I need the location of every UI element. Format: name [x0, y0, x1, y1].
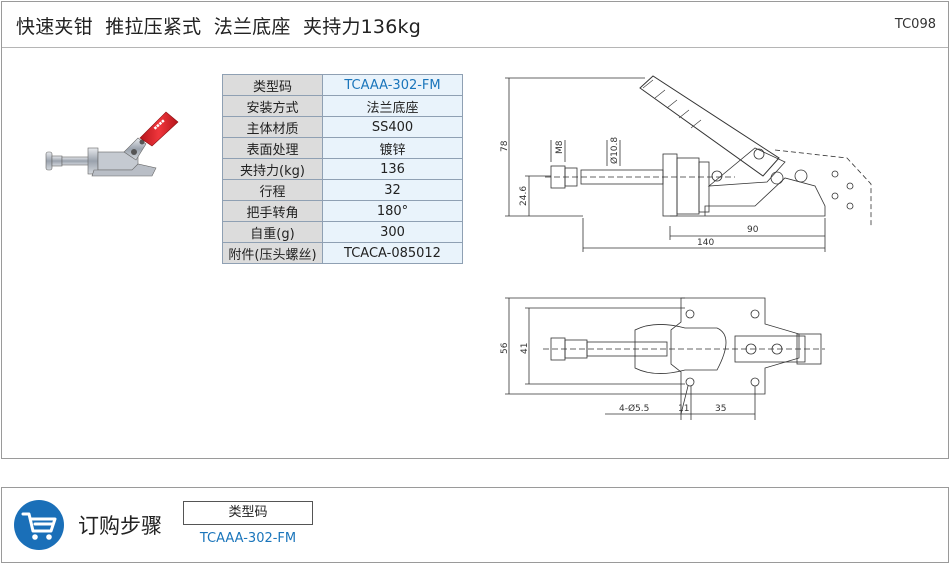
- spec-row: 夹持力(kg) 136: [222, 158, 463, 180]
- spec-label: 安装方式: [222, 95, 323, 117]
- spec-value: SS400: [322, 116, 463, 138]
- spec-row: 自重(g) 300: [222, 221, 463, 243]
- spec-label: 主体材质: [222, 116, 323, 138]
- spec-row: 安装方式 法兰底座: [222, 95, 463, 117]
- side-view-drawing: 78 24.6 M8 Ø10.8 90 140: [500, 75, 872, 252]
- dim-offset: 11: [678, 404, 689, 414]
- page-title: 快速夹钳 推拉压紧式 法兰底座 夹持力136kg: [16, 16, 421, 38]
- order-steps-title: 订购步骤: [78, 514, 162, 538]
- spec-table: 类型码 TCAAA-302-FM 安装方式 法兰底座 主体材质 SS400 表面…: [222, 74, 463, 264]
- spec-label: 把手转角: [222, 200, 323, 222]
- spec-row: 主体材质 SS400: [222, 116, 463, 138]
- dim-width-outer: 56: [500, 342, 510, 354]
- dim-height: 78: [500, 140, 510, 152]
- order-code-value: TCAAA-302-FM: [199, 531, 297, 546]
- spec-label: 行程: [222, 179, 323, 201]
- product-code: TC098: [894, 17, 936, 32]
- spec-label: 自重(g): [222, 221, 323, 243]
- spec-value: 136: [322, 158, 463, 180]
- spec-label: 附件(压头螺丝): [222, 242, 323, 264]
- spec-row: 把手转角 180°: [222, 200, 463, 222]
- product-panel: 快速夹钳 推拉压紧式 法兰底座 夹持力136kg TC098: [1, 1, 949, 459]
- spec-value: TCACA-085012: [322, 242, 463, 264]
- spec-value: 法兰底座: [322, 95, 463, 117]
- spec-row: 附件(压头螺丝) TCACA-085012: [222, 242, 463, 264]
- top-view-drawing: 56 41 4-Ø5.5 11 35: [500, 297, 825, 420]
- dim-spacing: 35: [715, 404, 726, 414]
- spec-label: 夹持力(kg): [222, 158, 323, 180]
- spec-row: 表面处理 镀锌: [222, 137, 463, 159]
- dim-length-total: 140: [697, 238, 714, 248]
- dim-base: 24.6: [519, 186, 529, 206]
- spec-value: TCAAA-302-FM: [322, 74, 463, 96]
- dim-diameter: Ø10.8: [609, 137, 620, 164]
- dim-thread: M8: [555, 140, 565, 154]
- order-steps-panel: 订购步骤 类型码 TCAAA-302-FM: [1, 487, 949, 563]
- spec-label: 类型码: [222, 74, 323, 96]
- order-code-header: 类型码: [183, 501, 313, 525]
- spec-row: 类型码 TCAAA-302-FM: [222, 74, 463, 96]
- spec-value: 镀锌: [322, 137, 463, 159]
- dim-holes: 4-Ø5.5: [619, 403, 649, 414]
- title-bar: 快速夹钳 推拉压紧式 法兰底座 夹持力136kg TC098: [2, 2, 948, 48]
- spec-label: 表面处理: [222, 137, 323, 159]
- spec-row: 行程 32: [222, 179, 463, 201]
- spec-value: 300: [322, 221, 463, 243]
- dim-width-inner: 41: [520, 343, 530, 354]
- spec-value: 180°: [322, 200, 463, 222]
- product-photo: ▪▪▪▪: [45, 111, 179, 177]
- cart-icon: [14, 500, 64, 550]
- dim-length-inner: 90: [747, 225, 759, 235]
- spec-value: 32: [322, 179, 463, 201]
